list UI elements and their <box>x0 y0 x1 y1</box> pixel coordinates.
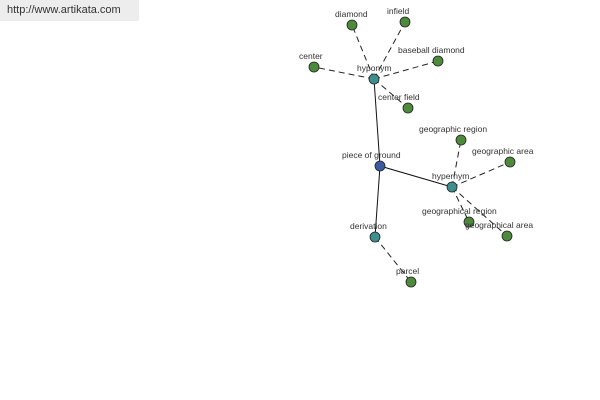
edge-hypernym-to-geographic-region <box>451 139 462 188</box>
node-hyponym[interactable] <box>368 73 380 85</box>
label-baseball-diamond[interactable]: baseball diamond <box>398 45 465 55</box>
label-hypernym[interactable]: hypernym <box>432 171 469 181</box>
label-geographical-area[interactable]: geographical area <box>465 220 533 230</box>
label-center-field[interactable]: center field <box>378 92 420 102</box>
edge-hypernym-to-geographical-region <box>451 186 470 223</box>
label-infield[interactable]: infield <box>387 6 409 16</box>
label-geographic-region[interactable]: geographic region <box>419 124 487 134</box>
node-hypernym[interactable] <box>446 181 458 193</box>
node-derivation[interactable] <box>369 231 381 243</box>
node-infield[interactable] <box>399 16 411 28</box>
edge-hyponym-to-center <box>313 66 375 80</box>
node-diamond[interactable] <box>346 19 358 31</box>
edge-hyponym-to-infield <box>373 21 406 80</box>
edge-hypernym-to-geographic-area <box>451 161 511 188</box>
node-center-field[interactable] <box>402 102 414 114</box>
site-url-link[interactable]: http://www.artikata.com <box>7 4 121 16</box>
node-parcel[interactable] <box>405 276 417 288</box>
edge-hypernym-to-geographical-area <box>451 186 508 237</box>
graph-edges <box>313 21 511 283</box>
url-bar: http://www.artikata.com <box>0 0 139 21</box>
graph-labels: piece of ground hyponym hypernym derivation… <box>299 6 534 276</box>
node-center[interactable] <box>308 61 320 73</box>
node-piece-of-ground[interactable] <box>374 160 386 172</box>
edge-piece-of-ground-to-hyponym <box>373 78 381 167</box>
edge-hyponym-to-center-field <box>373 78 409 109</box>
node-geographic-area[interactable] <box>504 156 516 168</box>
node-geographical-region[interactable] <box>463 216 475 228</box>
label-diamond[interactable]: diamond <box>335 9 368 19</box>
label-center[interactable]: center <box>299 51 323 61</box>
label-piece-of-ground[interactable]: piece of ground <box>342 150 401 160</box>
label-hyponym[interactable]: hyponym <box>357 63 392 73</box>
edge-piece-of-ground-to-hypernym <box>379 165 453 188</box>
node-geographic-region[interactable] <box>455 134 467 146</box>
edge-hyponym-to-baseball-diamond <box>373 60 439 80</box>
node-baseball-diamond[interactable] <box>432 55 444 67</box>
graph-nodes <box>308 16 516 288</box>
label-geographical-region[interactable]: geographical region <box>422 206 497 216</box>
label-geographic-area[interactable]: geographic area <box>472 146 534 156</box>
edge-piece-of-ground-to-derivation <box>374 165 381 238</box>
label-derivation[interactable]: derivation <box>350 221 387 231</box>
node-geographical-area[interactable] <box>501 230 513 242</box>
label-parcel[interactable]: parcel <box>396 266 419 276</box>
